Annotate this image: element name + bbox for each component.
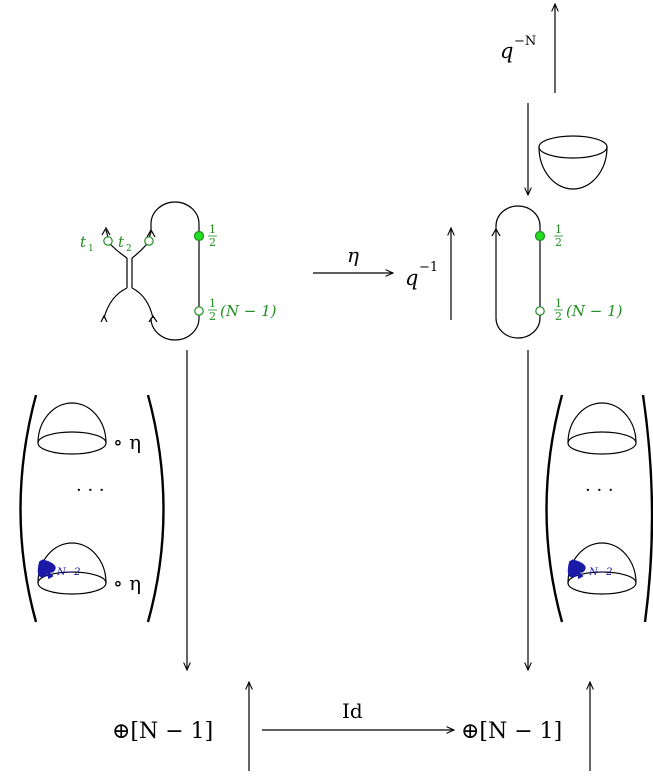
t1-label: t [80,233,87,251]
svg-text:2: 2 [209,236,216,249]
cap-icon [538,135,608,190]
svg-text:1: 1 [555,297,562,310]
t2-label: t [118,233,125,251]
q-exponent-middle: −1 [419,260,438,275]
left-matrix [19,394,165,623]
left-web-diagram [100,201,205,341]
svg-text:(N − 1): (N − 1) [220,302,277,320]
right-spade-label: N−2 [588,567,613,578]
id-label: Id [342,699,363,723]
left-ellipsis: · · · [76,480,105,501]
svg-text:(N − 1): (N − 1) [566,302,623,320]
spade-icon [37,559,56,580]
right-ellipsis: · · · [585,480,614,501]
svg-text:1: 1 [209,223,216,236]
svg-text:2: 2 [209,310,216,323]
q-label-top: q [500,39,513,63]
t1-sub: 1 [88,244,94,254]
compose-eta-bottom: ∘ η [113,571,141,595]
t2-sub: 2 [126,244,132,254]
svg-text:1: 1 [209,297,216,310]
half-n-label-right: 1 2 (N − 1) [554,297,623,323]
svg-text:2: 2 [555,310,562,323]
q-label-middle: q [405,266,418,290]
half-label-left-top: 1 2 [208,223,217,249]
q-exponent-top: −N [514,34,536,49]
spade-icon-right [567,559,586,580]
compose-eta-top: ∘ η [113,430,141,454]
right-oval-diagram [491,205,546,339]
bottom-left-label: ⊕[N − 1] [112,719,213,744]
left-spade-label: N−2 [56,567,81,578]
half-n-label-left: 1 2 (N − 1) [208,297,277,323]
right-matrix [545,394,653,623]
half-label-right-top: 1 2 [554,223,563,249]
bottom-right-label: ⊕[N − 1] [461,719,562,744]
svg-text:1: 1 [555,223,562,236]
eta-label: η [347,243,359,267]
svg-text:2: 2 [555,236,562,249]
